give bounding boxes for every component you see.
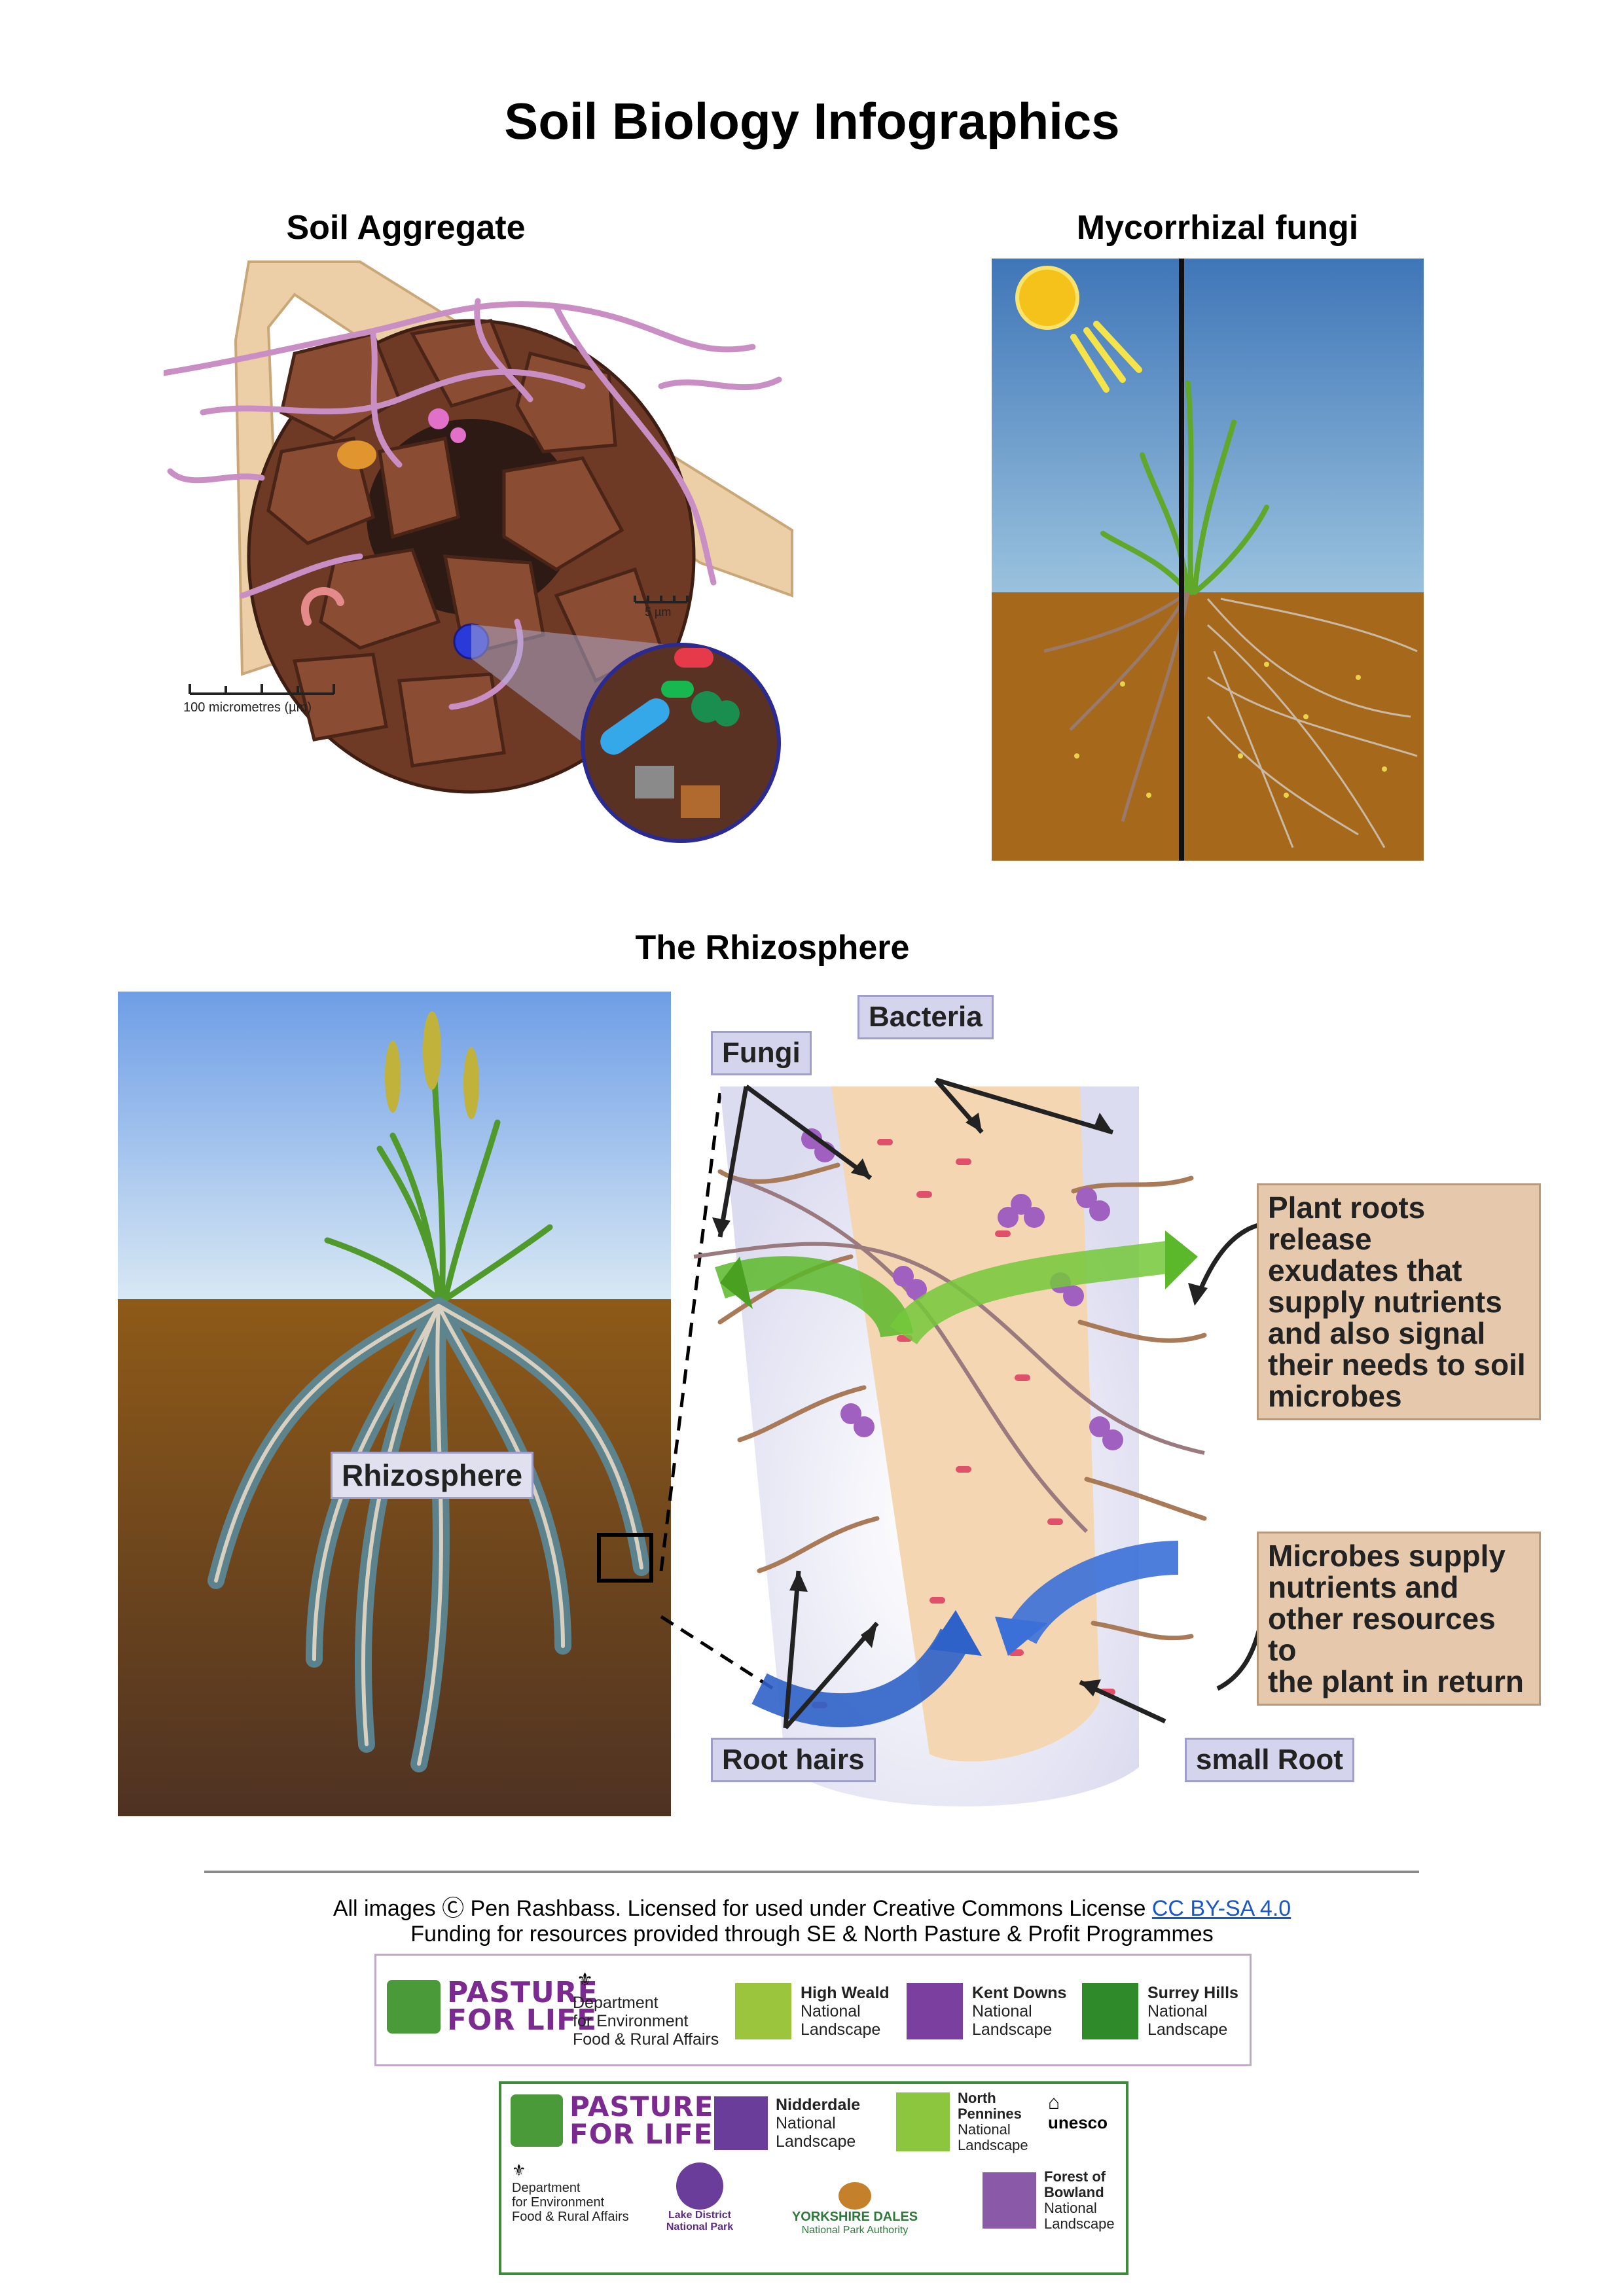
high-weald-name: High Weald bbox=[801, 1984, 890, 2002]
crest-icon: ⚜ bbox=[577, 1969, 594, 1990]
funding-line: Funding for resources provided through S… bbox=[410, 1922, 1214, 1946]
pasture-for-life-icon-2 bbox=[511, 2094, 563, 2147]
yorkshire-dales-sub: National Park Authority bbox=[801, 2225, 909, 2236]
pasture-for-life-text-2: PASTURE FOR LIFE bbox=[569, 2090, 714, 2150]
surrey-hills-icon bbox=[1082, 1983, 1138, 2039]
high-weald-icon bbox=[735, 1983, 791, 2039]
unesco-logo: ⌂ unesco bbox=[1048, 2092, 1108, 2133]
rhizosphere-plant-illustration bbox=[118, 992, 671, 1816]
label-arrows bbox=[712, 1077, 1266, 1730]
surrey-hills-name: Surrey Hills bbox=[1147, 1984, 1238, 2002]
page-title: Soil Biology Infographics bbox=[504, 92, 1120, 150]
microbes-note: Microbes supply nutrients and other reso… bbox=[1257, 1532, 1541, 1706]
north-pennines-name: North Pennines bbox=[958, 2090, 1022, 2122]
soil-aggregate-title: Soil Aggregate bbox=[286, 209, 526, 247]
yorkshire-dales-logo: YORKSHIRE DALES National Park Authority bbox=[773, 2182, 937, 2236]
yorkshire-dales-name: YORKSHIRE DALES bbox=[791, 2210, 918, 2224]
lake-district-logo: Lake District National Park bbox=[664, 2162, 736, 2233]
defra-logo: ⚜ Department for Environment Food & Rura… bbox=[573, 1969, 719, 2049]
footer-divider bbox=[204, 1871, 1419, 1873]
nidderdale-icon bbox=[714, 2096, 768, 2150]
unesco-text: unesco bbox=[1048, 2113, 1108, 2132]
forest-of-bowland-icon bbox=[983, 2172, 1036, 2229]
defra-text-2: Department for Environment Food & Rural … bbox=[512, 2181, 629, 2224]
kent-downs-icon bbox=[907, 1983, 963, 2039]
defra-logo-2: ⚜ Department for Environment Food & Rura… bbox=[512, 2161, 629, 2224]
nidderdale-sub: National Landscape bbox=[776, 2114, 856, 2151]
bacteria-label: Bacteria bbox=[857, 995, 994, 1039]
fungi-label: Fungi bbox=[711, 1031, 812, 1075]
crest-icon-2: ⚜ bbox=[512, 2162, 526, 2179]
ram-icon bbox=[839, 2182, 871, 2210]
pasture-for-life-text: PASTURE FOR LIFE bbox=[447, 1976, 598, 2037]
license-line: All images Ⓒ Pen Rashbass. Licensed for … bbox=[0, 1890, 1624, 1922]
defra-text: Department for Environment Food & Rural … bbox=[573, 1994, 719, 2049]
rhizosphere-title: The Rhizosphere bbox=[635, 929, 910, 967]
scale-bar-label-small: 5 µm bbox=[645, 605, 672, 619]
pasture-for-life-logo: PASTURE FOR LIFE bbox=[387, 1976, 598, 2037]
surrey-hills-sub: National Landscape bbox=[1147, 2002, 1228, 2039]
kent-downs-sub: National Landscape bbox=[972, 2002, 1053, 2039]
high-weald-sub: National Landscape bbox=[801, 2002, 881, 2039]
north-pennines-sub: National Landscape bbox=[958, 2121, 1028, 2153]
nidderdale-name: Nidderdale bbox=[776, 2096, 861, 2114]
scale-bar-label-large: 100 micrometres (µm) bbox=[183, 700, 312, 715]
license-link[interactable]: CC BY-SA 4.0 bbox=[1151, 1896, 1291, 1921]
lake-district-icon bbox=[676, 2162, 723, 2210]
unesco-temple-icon: ⌂ bbox=[1048, 2092, 1060, 2113]
funders-logo-box-1: PASTURE FOR LIFE ⚜ Department for Enviro… bbox=[374, 1954, 1252, 2066]
root-closeup-illustration bbox=[693, 1086, 1207, 1806]
soil-aggregate-illustration bbox=[164, 260, 793, 843]
kent-downs-name: Kent Downs bbox=[972, 1984, 1067, 2002]
mycorrhizal-illustration bbox=[992, 259, 1424, 861]
root-hairs-label: Root hairs bbox=[711, 1738, 876, 1782]
exudates-note: Plant roots release exudates that supply… bbox=[1257, 1183, 1541, 1420]
north-pennines-icon bbox=[896, 2092, 950, 2151]
license-text: All images Ⓒ Pen Rashbass. Licensed for … bbox=[333, 1896, 1152, 1921]
small-root-label: small Root bbox=[1185, 1738, 1354, 1782]
lake-district-text: Lake District National Park bbox=[666, 2210, 734, 2233]
pasture-for-life-logo-2: PASTURE FOR LIFE bbox=[511, 2093, 713, 2148]
mycorrhizal-title: Mycorrhizal fungi bbox=[1076, 209, 1359, 247]
forest-of-bowland-name: Forest of Bowland bbox=[1044, 2168, 1106, 2200]
pasture-for-life-icon bbox=[387, 1980, 441, 2034]
forest-of-bowland-sub: National Landscape bbox=[1044, 2200, 1115, 2232]
rhizosphere-label: Rhizosphere bbox=[331, 1452, 534, 1499]
